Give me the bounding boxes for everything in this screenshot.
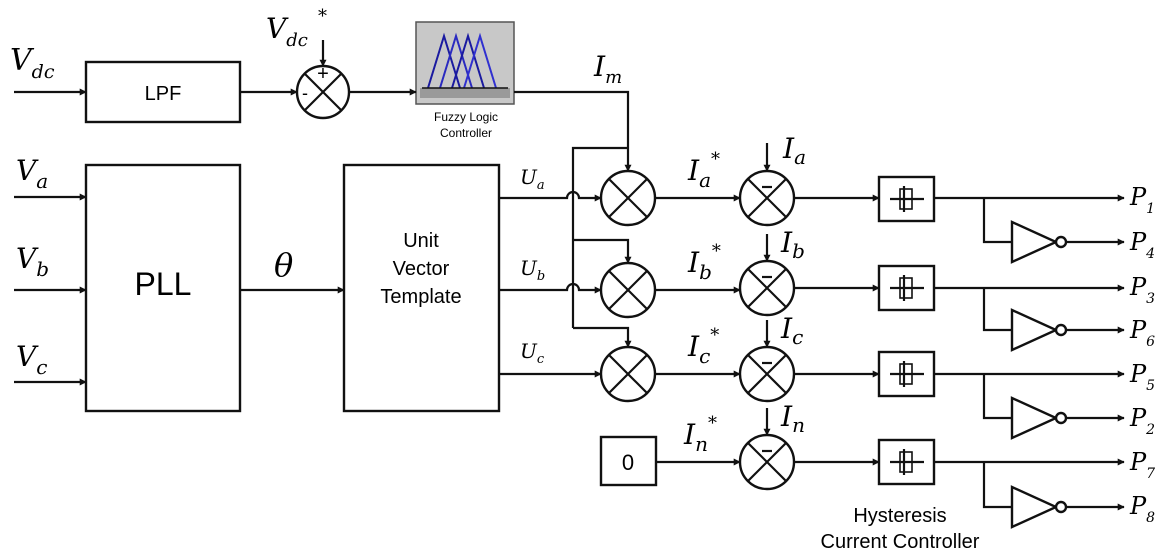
vdc-input-label: Vdc <box>10 43 55 83</box>
ib-measured-label: Ib <box>780 226 805 263</box>
multiplier-a <box>599 169 657 227</box>
not-gate-a <box>1010 220 1068 264</box>
hysteresis-caption-line2: Current Controller <box>821 531 980 553</box>
hysteresis-caption-line1: Hysteresis <box>853 505 946 527</box>
ub-label: Ub <box>520 256 545 284</box>
theta-label: θ <box>274 246 293 284</box>
vb-input-label: Vb <box>16 242 49 281</box>
sum-plus-sign: + <box>317 63 329 85</box>
vdc-reference-label: Vdc <box>266 12 308 51</box>
in-reference-label: In* <box>683 413 717 456</box>
current-comparator-n <box>738 433 796 491</box>
unit-vector-label-line3: Template <box>380 286 461 308</box>
im-label: Im <box>593 50 622 88</box>
output-p4: P4 <box>1129 228 1155 262</box>
multiplier-c <box>599 345 657 403</box>
multiplier-b <box>599 261 657 319</box>
ic-reference-label: Ic* <box>687 325 719 368</box>
lpf-label: LPF <box>145 83 182 105</box>
zero-constant-block <box>599 435 658 487</box>
output-p5: P5 <box>1129 360 1155 394</box>
ia-reference-label: Ia* <box>687 149 720 192</box>
output-p2: P2 <box>1129 404 1155 438</box>
pll-block <box>84 163 242 413</box>
not-gate-c <box>1010 396 1068 440</box>
hysteresis-block-a <box>877 175 936 223</box>
ib-reference-label: Ib* <box>687 241 721 284</box>
output-p1: P1 <box>1129 183 1155 217</box>
not-gate-n <box>1010 485 1068 529</box>
current-comparator-c <box>738 345 796 403</box>
current-comparator-a <box>738 169 796 227</box>
uc-label: Uc <box>520 339 545 367</box>
output-p3: P3 <box>1129 273 1155 307</box>
ia-measured-label: Ia <box>782 132 806 169</box>
fuzzy-label-line2: Controller <box>440 126 492 140</box>
va-input-label: Va <box>16 154 48 193</box>
not-gate-b <box>1010 308 1068 352</box>
output-p8: P8 <box>1129 492 1155 526</box>
ua-label: Ua <box>520 165 545 193</box>
fuzzy-logic-controller-block <box>415 21 515 105</box>
unit-vector-label-line1: Unit <box>403 230 439 252</box>
hysteresis-block-n <box>877 438 936 486</box>
output-p6: P6 <box>1129 316 1155 350</box>
ic-measured-label: Ic <box>780 312 803 349</box>
unit-vector-label-line2: Vector <box>393 258 450 280</box>
hysteresis-block-b <box>877 264 936 312</box>
fuzzy-label-line1: Fuzzy Logic <box>434 110 498 124</box>
in-measured-label: In <box>780 400 805 437</box>
signal-wires <box>14 40 1125 511</box>
sum-minus-sign: - <box>302 83 308 103</box>
vc-input-label: Vc <box>16 340 47 379</box>
zero-constant-label: 0 <box>622 450 634 475</box>
hysteresis-block-c <box>877 350 936 398</box>
output-p7: P7 <box>1129 448 1155 482</box>
unit-vector-template-block <box>342 163 501 413</box>
current-comparator-b <box>738 259 796 317</box>
fuzzy-membership-icon <box>422 32 508 89</box>
vdc-reference-star: * <box>318 6 327 27</box>
pll-label: PLL <box>135 266 192 302</box>
